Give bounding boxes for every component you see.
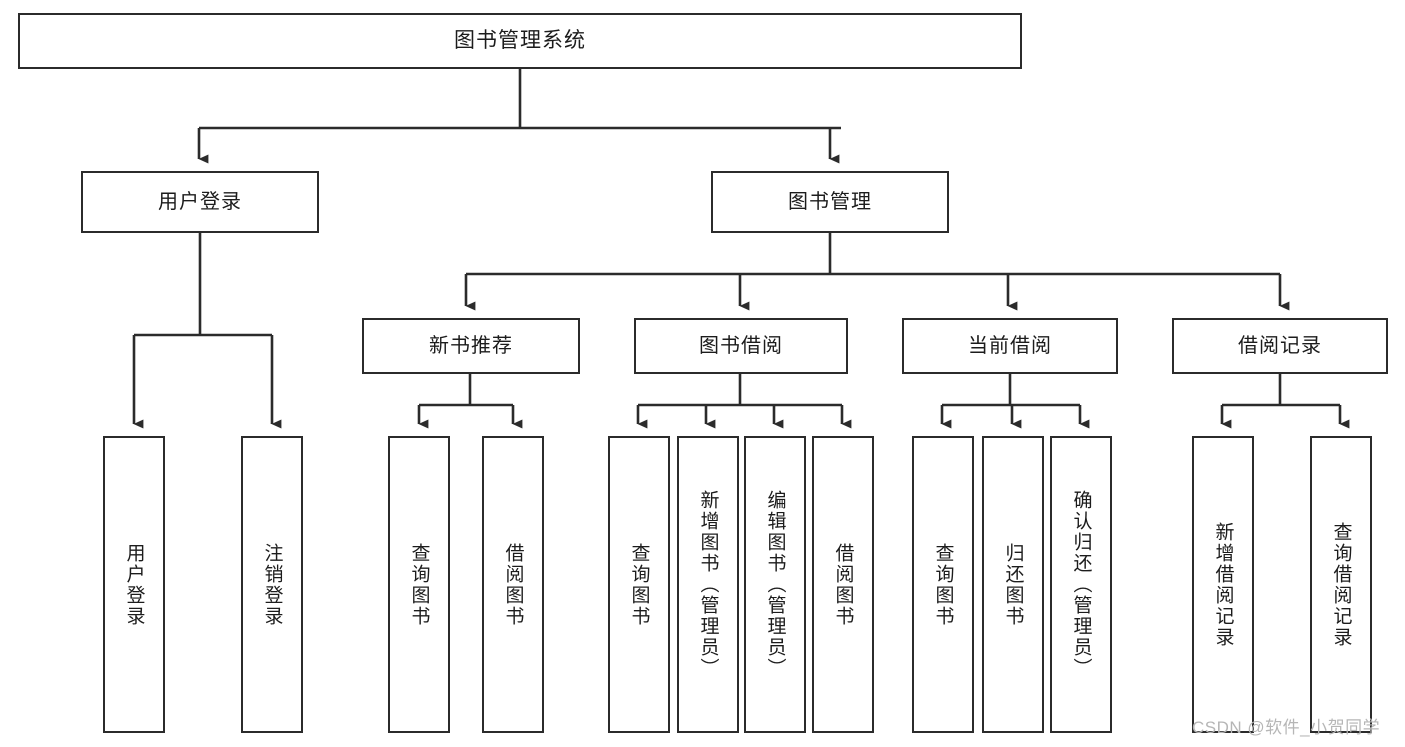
leaf-query-book-2-label: 查询图书 bbox=[628, 542, 650, 627]
node-new-book-recommend-label: 新书推荐 bbox=[429, 334, 513, 357]
node-current-borrow-label: 当前借阅 bbox=[968, 334, 1052, 357]
node-user-login-label: 用户登录 bbox=[158, 190, 242, 213]
node-root[interactable]: 图书管理系统 bbox=[18, 13, 1022, 69]
node-book-borrow[interactable]: 图书借阅 bbox=[634, 318, 848, 374]
node-book-manage[interactable]: 图书管理 bbox=[711, 171, 949, 233]
node-book-manage-label: 图书管理 bbox=[788, 190, 872, 213]
leaf-return-book[interactable]: 归还图书 bbox=[982, 436, 1044, 733]
leaf-add-record-label: 新增借阅记录 bbox=[1212, 521, 1234, 648]
leaf-query-book-1-label: 查询图书 bbox=[408, 542, 430, 627]
leaf-edit-book-label: 编辑图书（管理员） bbox=[764, 490, 786, 679]
leaf-query-record[interactable]: 查询借阅记录 bbox=[1310, 436, 1372, 733]
leaf-add-record[interactable]: 新增借阅记录 bbox=[1192, 436, 1254, 733]
node-new-book-recommend[interactable]: 新书推荐 bbox=[362, 318, 580, 374]
csdn-watermark: CSDN @软件_小贺同学 bbox=[1192, 718, 1381, 737]
leaf-query-book-1[interactable]: 查询图书 bbox=[388, 436, 450, 733]
leaf-borrow-book-1-label: 借阅图书 bbox=[502, 542, 524, 627]
leaf-edit-book[interactable]: 编辑图书（管理员） bbox=[744, 436, 806, 733]
leaf-user-login[interactable]: 用户登录 bbox=[103, 436, 165, 733]
leaf-return-book-label: 归还图书 bbox=[1002, 542, 1024, 627]
node-borrow-record-label: 借阅记录 bbox=[1238, 334, 1322, 357]
node-book-borrow-label: 图书借阅 bbox=[699, 334, 783, 357]
leaf-query-book-3[interactable]: 查询图书 bbox=[912, 436, 974, 733]
leaf-confirm-return-label: 确认归还（管理员） bbox=[1070, 490, 1092, 679]
leaf-user-logout-label: 注销登录 bbox=[261, 542, 283, 627]
leaf-add-book[interactable]: 新增图书（管理员） bbox=[677, 436, 739, 733]
leaf-user-login-label: 用户登录 bbox=[123, 542, 145, 627]
leaf-query-book-2[interactable]: 查询图书 bbox=[608, 436, 670, 733]
node-borrow-record[interactable]: 借阅记录 bbox=[1172, 318, 1388, 374]
leaf-query-book-3-label: 查询图书 bbox=[932, 542, 954, 627]
leaf-borrow-book-2[interactable]: 借阅图书 bbox=[812, 436, 874, 733]
node-user-login[interactable]: 用户登录 bbox=[81, 171, 319, 233]
leaf-add-book-label: 新增图书（管理员） bbox=[697, 490, 719, 679]
leaf-borrow-book-2-label: 借阅图书 bbox=[832, 542, 854, 627]
leaf-query-record-label: 查询借阅记录 bbox=[1330, 521, 1352, 648]
leaf-confirm-return[interactable]: 确认归还（管理员） bbox=[1050, 436, 1112, 733]
leaf-user-logout[interactable]: 注销登录 bbox=[241, 436, 303, 733]
node-root-label: 图书管理系统 bbox=[454, 28, 586, 52]
node-current-borrow[interactable]: 当前借阅 bbox=[902, 318, 1118, 374]
leaf-borrow-book-1[interactable]: 借阅图书 bbox=[482, 436, 544, 733]
